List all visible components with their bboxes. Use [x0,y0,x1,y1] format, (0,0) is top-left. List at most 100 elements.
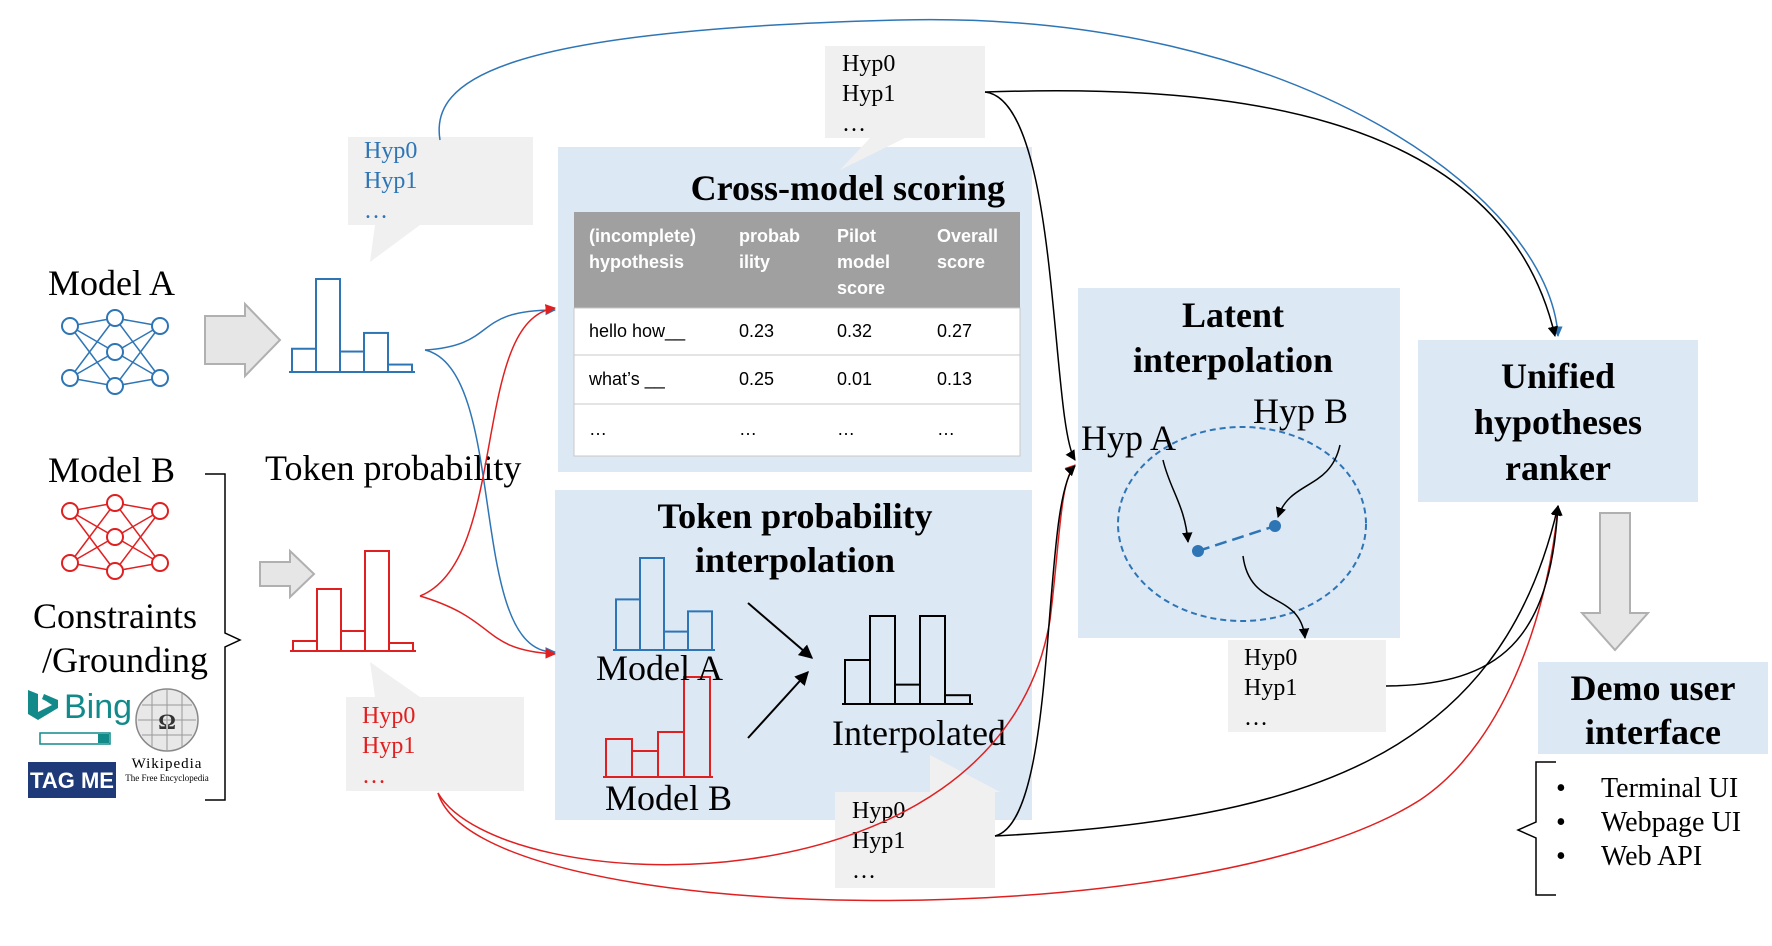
table-header-hypothesis-line1: (incomplete) [589,226,696,246]
table-header-probability-line2: ility [739,252,770,272]
histogram-bar [387,363,413,373]
interp-model-a-label: Model A [596,648,723,688]
interp-hyp-0: Hyp0 [852,798,905,824]
interpolated-histogram [842,615,973,706]
ranker-panel [1418,340,1698,502]
demo-title-line1: Demo user [1571,668,1736,708]
ranker-line2: hypotheses [1474,402,1642,442]
bing-logo-text: Bing [64,688,132,726]
network-node [61,317,79,335]
token-interp-panel [555,490,1032,820]
tagme-logo: TAG ME [28,762,116,798]
cross-hyp-more: … [842,111,866,137]
cross-hyp-1: Hyp1 [842,81,895,107]
table-cell: 0.25 [739,369,774,389]
cross-hyp-0: Hyp0 [842,51,895,77]
table-cell: … [837,419,855,439]
network-edge [69,317,116,379]
network-node [61,554,79,572]
cross-hyp-bubble: Hyp0 Hyp1 … [825,46,985,170]
model-a-arrow [204,301,282,379]
red-hyp-more: … [362,763,386,789]
hyp-a-label: Hyp A [1081,418,1176,458]
network-node [151,554,169,572]
model-b-label: Model B [48,450,175,490]
network-node [106,377,124,395]
blue-hyp-1: Hyp1 [364,168,417,194]
table-cell: 0.01 [837,369,872,389]
latent-interp-line [1197,524,1276,553]
network-node [106,494,124,512]
blue-hyp-more: … [364,198,388,224]
token-interp-title-line2: interpolation [695,540,895,580]
histogram-bar [364,550,390,652]
model-b-arrow [259,548,316,600]
network-edge [69,325,116,387]
table-cell: what’s __ [588,369,666,390]
scoring-table: (incomplete) hypothesis probab ility Pil… [573,212,1021,457]
wikipedia-logo-subtext: The Free Encyclopedia [125,773,208,783]
blue-hyp-bubble: Hyp0 Hyp1 … [348,137,533,262]
red-hist-to-cross [419,304,557,597]
histogram-bar [315,278,341,373]
model-b-histogram [290,550,416,652]
histogram-bar [363,331,389,374]
blue-hist-to-interp [424,349,557,658]
interpolated-label: Interpolated [832,713,1006,753]
table-header-overall-line2: score [937,252,985,272]
network-edge [114,317,161,379]
token-probability-label: Token probability [265,448,521,488]
table-cell: 0.23 [739,321,774,341]
network-node [61,369,79,387]
table-cell: … [739,419,757,439]
latent-title-line2: interpolation [1133,340,1333,380]
cross-model-title: Cross-model scoring [691,168,1005,208]
hyp-a-arrow [1162,459,1193,544]
demo-bullet: • [1556,773,1566,804]
constraints-brace [205,473,242,801]
demo-item-terminal: Terminal UI [1601,773,1738,804]
network-node [106,528,124,546]
table-cell: 0.32 [837,321,872,341]
hyp-b-point [1269,520,1281,532]
latent-hyp-more: … [1244,705,1268,731]
demo-item-api: Web API [1601,841,1702,872]
network-node [61,502,79,520]
combine-arrow-b [747,670,809,739]
table-header-probability-line1: probab [739,226,800,246]
network-node [151,502,169,520]
constraints-label-line2: /Grounding [42,640,208,680]
interp-bubble-to-ranker [994,504,1562,837]
bing-logo: Bing [28,688,132,745]
histogram-bar [292,640,318,652]
latent-output-arrow [1242,555,1310,640]
latent-panel [1078,288,1400,638]
histogram-bar [316,588,342,652]
interp-bubble-to-latent [994,465,1076,837]
hyp-b-label: Hyp B [1253,391,1348,431]
interp-model-b-label: Model B [605,778,732,818]
wikipedia-logo-text: Wikipedia [132,756,203,772]
network-edge [114,510,161,572]
interp-hyp-more: … [852,858,876,884]
red-hyp-bubble: Hyp0 Hyp1 … [346,662,524,791]
table-cell: 0.13 [937,369,972,389]
table-header-overall-line1: Overall [937,226,998,246]
constraints-label-line1: Constraints [33,596,197,636]
demo-panel [1538,662,1768,754]
interp-model-b-histogram [603,676,713,778]
blue-bubble-to-ranker [438,18,1563,338]
histogram-bar [388,642,414,652]
table-cell: … [589,419,607,439]
hyp-b-arrow [1275,444,1341,518]
latent-bubble-to-ranker [1385,504,1563,687]
latent-hyp-1: Hyp1 [1244,675,1297,701]
demo-bullet: • [1556,807,1566,838]
demo-brace [1516,761,1556,896]
network-node [151,317,169,335]
interp-model-a-histogram [613,557,715,652]
model-a-network-icon [61,309,169,395]
demo-title-line2: interface [1585,712,1721,752]
red-hist-to-interp [419,595,557,659]
latent-title-line1: Latent [1182,295,1284,335]
